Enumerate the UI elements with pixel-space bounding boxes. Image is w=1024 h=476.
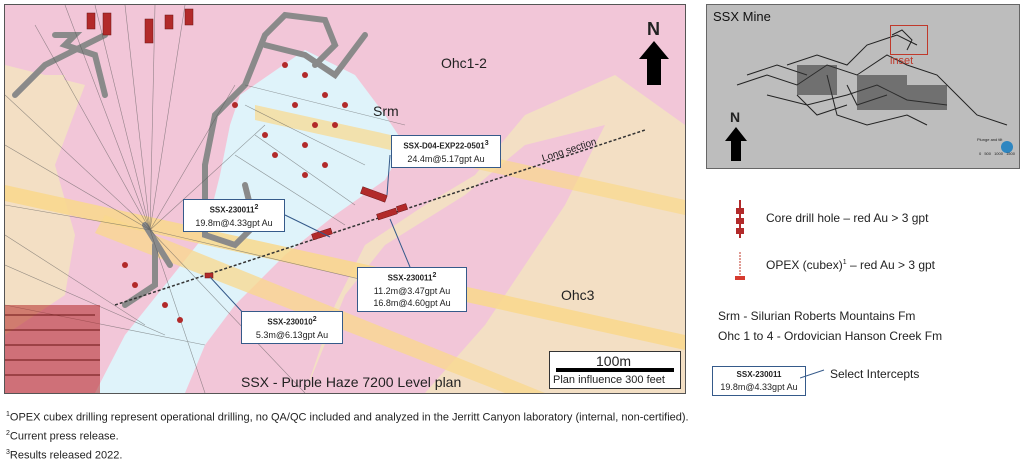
- footnote-sup: 3: [6, 449, 10, 456]
- footnote-text: Current press release.: [9, 430, 119, 443]
- intercept-markers: [86, 8, 408, 279]
- inset-scale-tick: 500: [984, 151, 991, 156]
- legend-sample-value: 19.8m@4.33gpt Au: [720, 382, 798, 392]
- inset-north-label: N: [730, 109, 741, 125]
- plan-influence: Plan influence 300 feet: [553, 374, 665, 386]
- callout-ssx-230010: SSX-2300102 5.3m@6.13gpt Au: [241, 311, 343, 344]
- footnote-1: 1OPEX cubex drilling represent operation…: [6, 411, 689, 424]
- legend-sample-id: SSX-230011: [736, 370, 782, 379]
- map-graphics: [5, 5, 685, 393]
- legend-srm: Srm - Silurian Roberts Mountains Fm: [718, 309, 916, 323]
- north-arrow: N: [639, 19, 669, 85]
- yellow-band-2: [95, 215, 545, 393]
- callout-sup: 3: [484, 140, 489, 147]
- callout-ssx-230011-a: SSX-2300112 19.8m@4.33gpt Au: [183, 199, 285, 232]
- footnote-2: 2Current press release.: [6, 430, 119, 443]
- sw-drill-cluster: [5, 305, 100, 393]
- callout-sup: 2: [254, 204, 259, 211]
- inset-map: SSX Mine inset N 0 500 1000 1500 Plunge …: [706, 4, 1020, 169]
- sw-cluster-grid: [5, 314, 100, 376]
- long-section-line: [114, 129, 646, 306]
- unit-label-ohc1-2: Ohc1-2: [441, 55, 487, 71]
- callout-id: SSX-230010: [267, 317, 313, 327]
- legend-ohc: Ohc 1 to 4 - Ordovician Hanson Creek Fm: [718, 329, 943, 343]
- legend-sample-intercept: SSX-230011 19.8m@4.33gpt Au: [712, 366, 806, 396]
- unit-label-ohc3: Ohc3: [561, 287, 595, 303]
- callout-ssx-230011-b: SSX-2300112 11.2m@3.47gpt Au 16.8m@4.60g…: [357, 267, 467, 312]
- callout-leaders: [209, 154, 411, 316]
- callout-value: 16.8m@4.60gpt Au: [373, 297, 451, 308]
- legend-core-drill: Core drill hole – red Au > 3 gpt: [766, 211, 929, 225]
- callout-id: SSX-D04-EXP22-0501: [403, 141, 485, 151]
- footnote-text: OPEX cubex drilling represent operationa…: [9, 411, 689, 424]
- opex-legend-icon: [735, 252, 745, 280]
- inset-scale-tick: 0: [979, 151, 982, 156]
- inset-north-arrow-icon: [725, 127, 747, 161]
- legend-opex: OPEX (cubex)1 – red Au > 3 gpt: [766, 258, 935, 272]
- legend-opex-prefix: OPEX (cubex): [766, 258, 843, 272]
- footnote-3: 3Results released 2022.: [6, 449, 122, 462]
- callout-ssx-d04-exp22-0501: SSX-D04-EXP22-05013 24.4m@5.17gpt Au: [391, 135, 501, 168]
- legend-opex-sup: 1: [842, 259, 847, 266]
- core-drill-cluster: [122, 62, 348, 323]
- unit-label-srm: Srm: [373, 103, 399, 119]
- scale-label: 100m: [596, 353, 632, 369]
- map-title: SSX - Purple Haze 7200 Level plan: [241, 374, 462, 390]
- callout-value: 19.8m@4.33gpt Au: [195, 217, 273, 228]
- callout-value: 11.2m@3.47gpt Au: [373, 285, 451, 296]
- drill-traces: [5, 5, 406, 393]
- callout-value: 24.4m@5.17gpt Au: [407, 153, 485, 164]
- inset-label: inset: [890, 55, 914, 67]
- inset-title: SSX Mine: [713, 9, 771, 24]
- inset-highlight-box: [890, 25, 928, 55]
- callout-id: SSX-230011: [209, 205, 255, 215]
- core-drill-legend-icon: [736, 200, 744, 238]
- geologic-plan-map: Ohc1-2 Srm Ohc3 Long section N SSX-D04-E…: [4, 4, 686, 394]
- inset-note: Plunge and tilt: [977, 137, 1003, 142]
- scale-bar: [556, 368, 674, 372]
- callout-value: 5.3m@6.13gpt Au: [255, 329, 329, 340]
- callout-id: SSX-230011: [387, 273, 433, 283]
- callout-sup: 2: [432, 272, 437, 279]
- legend-select-intercepts: Select Intercepts: [830, 367, 920, 381]
- north-arrow-icon: [639, 41, 669, 85]
- inset-globe-icon: [1001, 141, 1013, 153]
- yellow-band-1: [5, 185, 685, 350]
- inset-scale-tick: 1500: [1006, 151, 1015, 156]
- footnote-text: Results released 2022.: [9, 449, 123, 462]
- legend-leader: [800, 369, 825, 379]
- legend-symbols: [735, 200, 745, 280]
- footnote-sup: 1: [6, 411, 10, 418]
- inset-scale-tick: 1000: [994, 151, 1003, 156]
- legend-opex-suffix: – red Au > 3 gpt: [846, 258, 936, 272]
- scale-box: 100m Plan influence 300 feet: [549, 351, 681, 389]
- footnote-sup: 2: [6, 430, 10, 437]
- inset-scale: 0 500 1000 1500: [979, 151, 1015, 163]
- north-label: N: [647, 19, 660, 39]
- mine-outline: [736, 29, 1013, 153]
- pink-lobe: [305, 125, 605, 393]
- inset-north-arrow: N: [725, 109, 747, 165]
- callout-sup: 2: [312, 316, 317, 323]
